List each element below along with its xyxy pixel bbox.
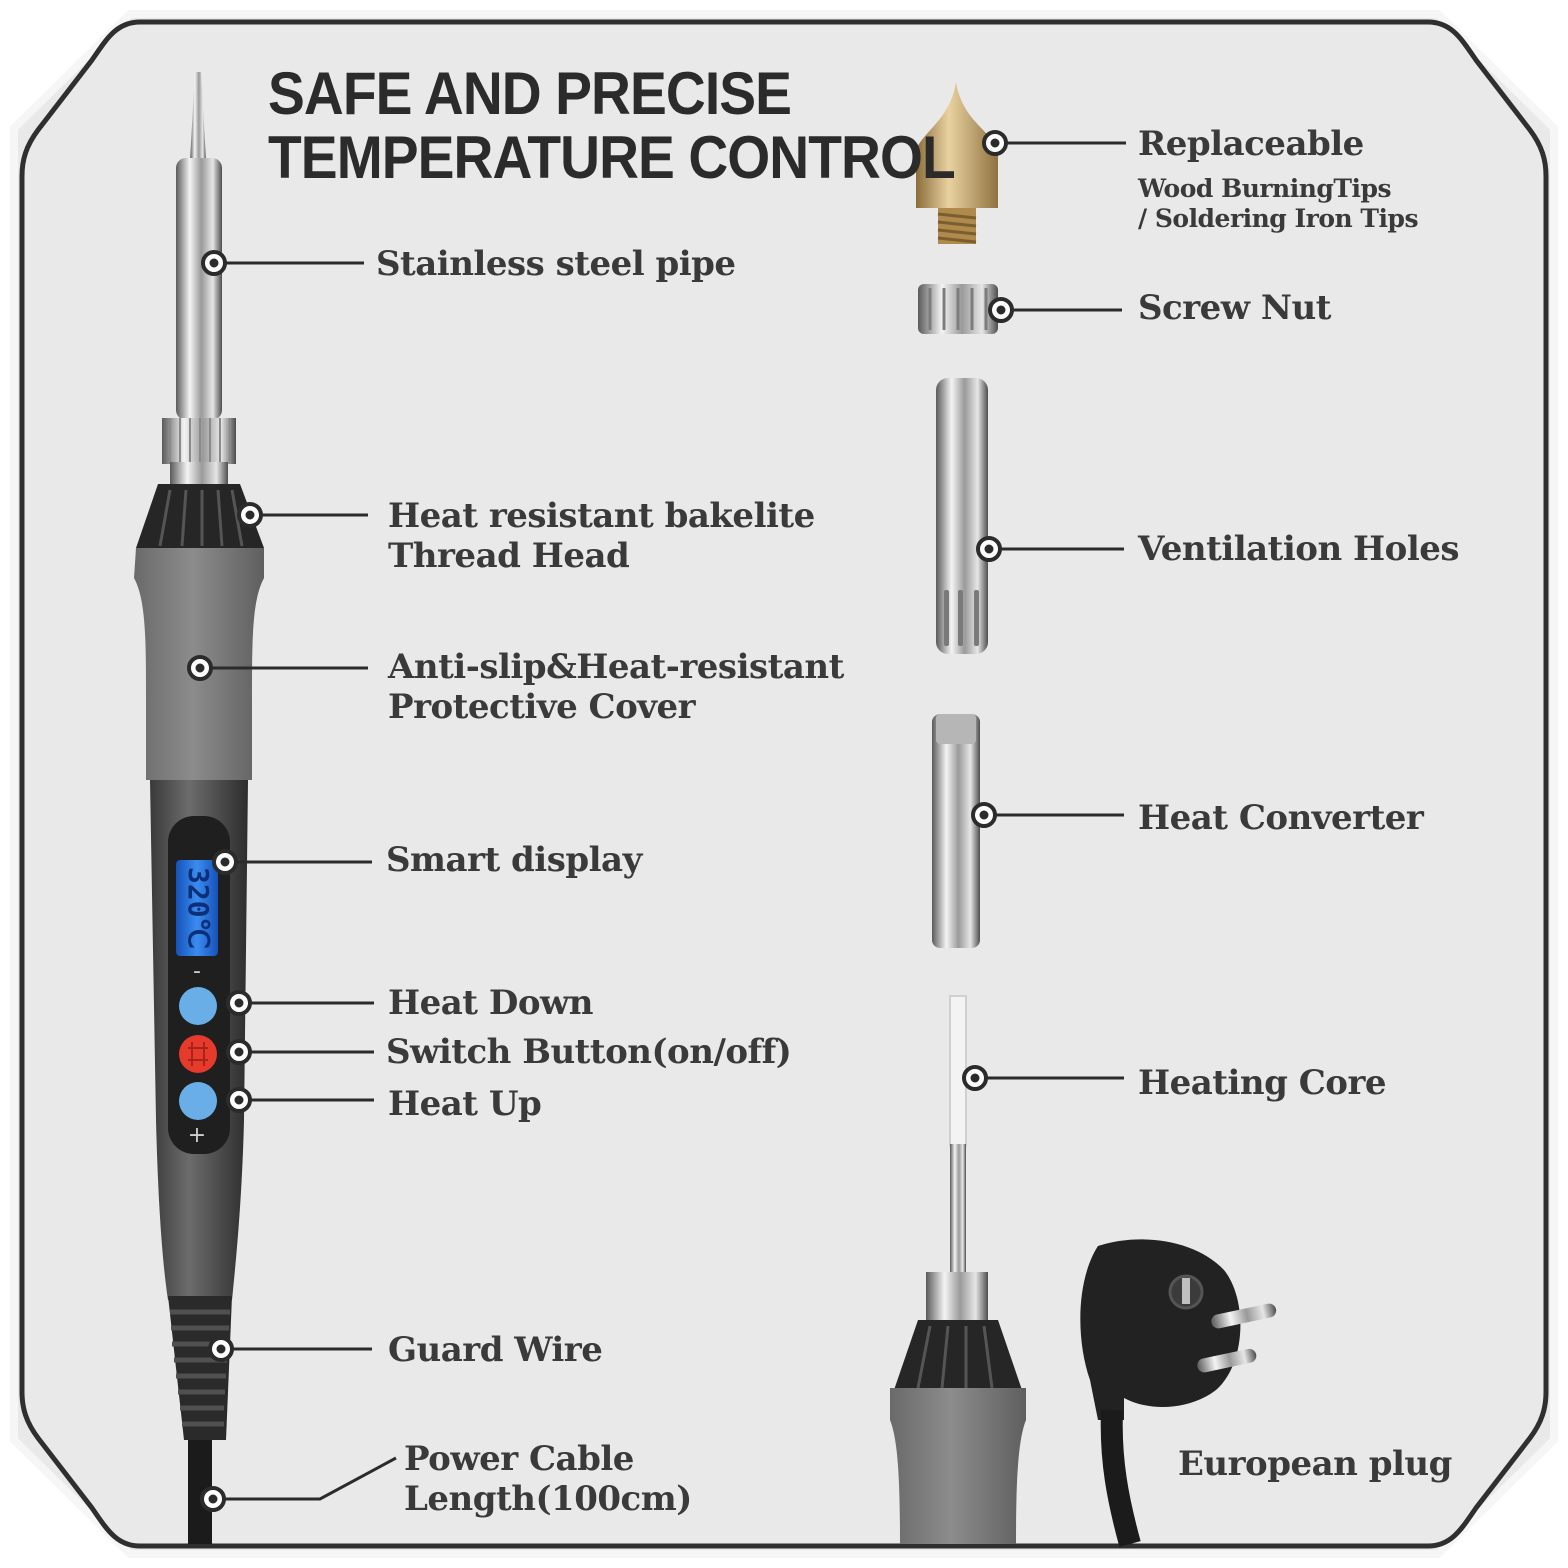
label-heat-up: Heat Up xyxy=(388,1084,542,1124)
label-switch-button: Switch Button(on/off) xyxy=(386,1032,792,1072)
heat-up-button[interactable] xyxy=(179,1082,217,1120)
label-power-cable: Power Cable Length(100cm) xyxy=(404,1439,692,1519)
label-heat-down: Heat Down xyxy=(388,983,593,1023)
title-line-2: TEMPERATURE CONTROL xyxy=(268,124,956,191)
label-tips-line-1: Wood BurningTips xyxy=(1138,174,1392,203)
page-title: SAFE AND PRECISE TEMPERATURE CONTROL xyxy=(268,60,956,191)
label-replaceable: Replaceable xyxy=(1138,124,1364,164)
brass-tip xyxy=(916,82,998,208)
label-guard-wire: Guard Wire xyxy=(388,1330,603,1370)
label-protective-cover: Anti-slip&Heat-resistant Protective Cove… xyxy=(388,647,844,727)
label-power-cable-line-1: Power Cable xyxy=(404,1439,634,1479)
right-callouts xyxy=(962,130,1126,1091)
label-tips: Wood BurningTips / Soldering Iron Tips xyxy=(1138,174,1419,234)
guard-wire xyxy=(168,1296,232,1440)
label-thread-head-line-2: Thread Head xyxy=(388,536,630,576)
label-cover-line-1: Anti-slip&Heat-resistant xyxy=(388,647,844,687)
label-thread-head-line-1: Heat resistant bakelite xyxy=(388,496,815,536)
heating-core-part xyxy=(949,995,967,1147)
stainless-steel-pipe xyxy=(176,158,222,420)
display-reading: 320℃ xyxy=(182,867,215,949)
ventilation-sleeve xyxy=(936,378,988,654)
label-tips-line-2: / Soldering Iron Tips xyxy=(1138,204,1419,233)
label-smart-display: Smart display xyxy=(386,840,642,880)
switch-button[interactable] xyxy=(179,1035,217,1073)
heat-down-button[interactable] xyxy=(179,987,217,1025)
left-callouts xyxy=(187,250,397,1512)
label-heat-converter: Heat Converter xyxy=(1138,798,1424,838)
label-cover-line-2: Protective Cover xyxy=(388,687,696,727)
components-illustration xyxy=(890,82,1277,1547)
panel-border xyxy=(19,19,1549,1549)
title-line-1: SAFE AND PRECISE xyxy=(268,60,792,127)
label-thread-head: Heat resistant bakelite Thread Head xyxy=(388,496,815,576)
label-ventilation-holes: Ventilation Holes xyxy=(1138,529,1460,569)
label-heating-core: Heating Core xyxy=(1138,1063,1387,1103)
heat-converter-part xyxy=(932,714,980,948)
label-screw-nut: Screw Nut xyxy=(1138,288,1331,328)
iron-tip xyxy=(190,72,206,160)
smart-display-screen xyxy=(176,860,218,956)
label-european-plug: European plug xyxy=(1178,1444,1452,1484)
label-stainless-steel-pipe: Stainless steel pipe xyxy=(376,244,736,284)
label-power-cable-line-2: Length(100cm) xyxy=(404,1479,692,1519)
minus-sign: - xyxy=(193,959,201,984)
plus-sign: + xyxy=(188,1123,206,1148)
